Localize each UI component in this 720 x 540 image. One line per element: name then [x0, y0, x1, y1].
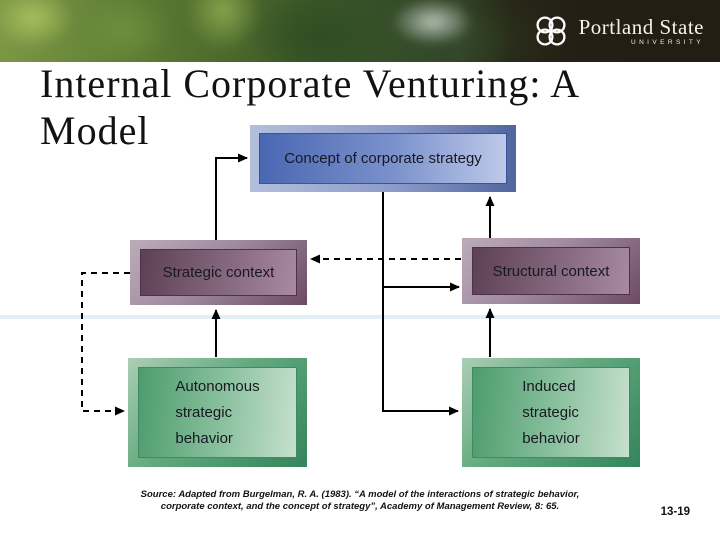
node-autonomous-label: Autonomous strategic behavior	[175, 377, 260, 447]
psu-logo-panel: Portland State UNIVERSITY	[458, 0, 720, 62]
psu-logo-subtitle: UNIVERSITY	[630, 39, 704, 46]
slide-title: Internal Corporate Venturing: A Model	[40, 61, 578, 153]
node-autonomous-inner: Autonomous strategic behavior	[138, 367, 297, 458]
node-structural-context: Structural context	[462, 238, 640, 304]
node-strategic-context: Strategic context	[130, 240, 307, 305]
dashed-arrow-strategic-to-autonomous	[81, 272, 130, 416]
node-structural-label: Structural context	[492, 262, 610, 280]
node-concept-of-corporate-strategy: Concept of corporate strategy	[250, 125, 516, 192]
source-citation: Source: Adapted from Burgelman, R. A. (1…	[0, 489, 720, 512]
node-structural-inner: Structural context	[472, 247, 630, 295]
node-autonomous-strategic-behavior: Autonomous strategic behavior	[128, 358, 307, 467]
node-induced-strategic-behavior: Induced strategic behavior	[462, 358, 640, 467]
source-citation-line1: Source: Adapted from Burgelman, R. A. (1…	[140, 489, 580, 500]
psu-logo-text: Portland State UNIVERSITY	[579, 16, 704, 46]
node-concept-inner: Concept of corporate strategy	[259, 133, 507, 184]
faint-divider-band	[0, 315, 720, 319]
node-strategic-inner: Strategic context	[140, 249, 297, 296]
psu-knot-icon	[536, 16, 566, 46]
node-concept-label: Concept of corporate strategy	[284, 150, 482, 167]
page-number: 13-19	[660, 506, 690, 518]
psu-logo-name: Portland State	[578, 15, 704, 39]
source-citation-line2: corporate context, and the concept of st…	[160, 500, 560, 512]
node-strategic-label: Strategic context	[162, 264, 275, 281]
node-induced-label: Induced strategic behavior	[522, 377, 580, 447]
arrow-concept-to-induced	[382, 192, 459, 416]
header-banner: Portland State UNIVERSITY	[0, 0, 720, 62]
node-induced-inner: Induced strategic behavior	[472, 367, 630, 458]
arrow-strategic-to-concept	[215, 153, 248, 240]
